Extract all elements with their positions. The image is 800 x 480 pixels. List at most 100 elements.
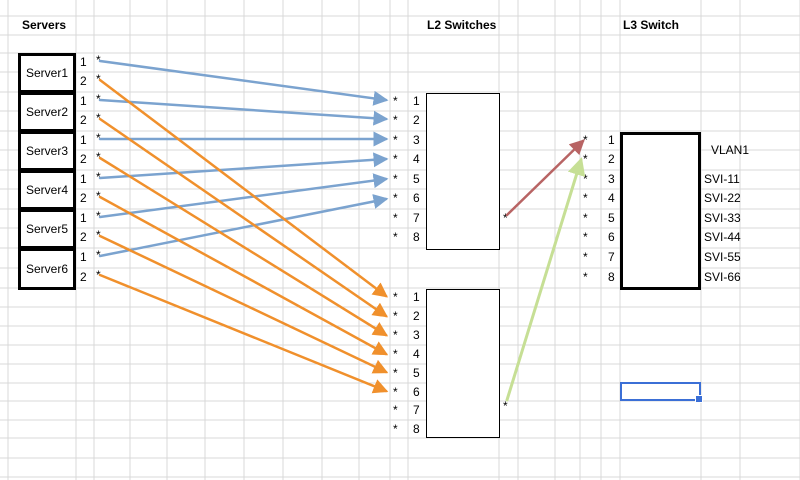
server4-port-2-number: 2: [80, 191, 87, 205]
l2b-port-7-marker: *: [393, 403, 398, 417]
server2-label: Server2: [25, 105, 69, 119]
l2a-port-3-marker: *: [393, 133, 398, 147]
l2a-uplink-marker: *: [503, 211, 508, 225]
l2b-port-1-marker: *: [393, 290, 398, 304]
server2-port-1-marker: *: [96, 92, 101, 106]
l2-switch-b-box[interactable]: [426, 289, 500, 438]
wire-server2-port2-to-l2b: [98, 117, 389, 318]
l2a-port-6-number: 6: [413, 191, 420, 205]
l2b-port-3-number: 3: [413, 328, 420, 342]
l3-port-6-number: 6: [608, 230, 615, 244]
server3-port-2-marker: *: [96, 150, 101, 164]
l3-port-3-svi-label: SVI-11: [704, 172, 740, 186]
l2b-port-8-marker: *: [393, 422, 398, 436]
l2a-port-2-number: 2: [413, 113, 420, 127]
server2-port-2-number: 2: [80, 113, 87, 127]
l2b-port-7-number: 7: [413, 403, 420, 417]
l3-port-4-svi-label: SVI-22: [704, 191, 741, 205]
l2a-port-3-number: 3: [413, 133, 420, 147]
selected-cell[interactable]: [620, 382, 703, 403]
server1-label: Server1: [25, 66, 69, 80]
server4-port-2-marker: *: [96, 189, 101, 203]
server5-box[interactable]: Server5: [18, 209, 76, 249]
l2a-port-4-marker: *: [393, 152, 398, 166]
server4-port-1-number: 1: [80, 172, 87, 186]
server4-port-1-marker: *: [96, 170, 101, 184]
l3-port-4-marker: *: [583, 191, 588, 205]
l2b-port-8-number: 8: [413, 422, 420, 436]
server6-port-1-marker: *: [96, 248, 101, 262]
l2a-port-1-marker: *: [393, 94, 398, 108]
wire-server2-port1-to-l2a: [98, 98, 389, 126]
l2a-port-5-marker: *: [393, 172, 398, 186]
l3-port-3-marker: *: [583, 172, 588, 186]
l3-switch-header: L3 Switch: [623, 18, 680, 32]
l3-port-4-number: 4: [608, 191, 615, 205]
l2a-port-6-marker: *: [393, 191, 398, 205]
server4-label: Server4: [25, 183, 69, 197]
l3-port-5-number: 5: [608, 211, 615, 225]
fill-handle[interactable]: [695, 395, 703, 403]
wire-server5-port1-to-l2a: [98, 173, 389, 219]
l3-port-1-svi-label: VLAN1: [711, 143, 750, 157]
l3-port-6-svi-label: SVI-44: [704, 230, 741, 244]
wire-server6-port1-to-l2a: [98, 194, 389, 258]
l2a-port-7-number: 7: [413, 211, 420, 225]
server4-box[interactable]: Server4: [18, 170, 76, 210]
l2-switch-a-box[interactable]: [426, 93, 500, 250]
l3-port-1-number: 1: [608, 133, 615, 147]
l3-port-6-marker: *: [583, 230, 588, 244]
l3-port-2-number: 2: [608, 152, 615, 166]
server2-box[interactable]: Server2: [18, 92, 76, 132]
server5-port-1-number: 1: [80, 211, 87, 225]
l3-port-8-number: 8: [608, 270, 615, 284]
l3-port-3-number: 3: [608, 172, 615, 186]
server2-port-1-number: 1: [80, 94, 87, 108]
server3-box[interactable]: Server3: [18, 131, 76, 171]
l2a-port-2-marker: *: [393, 113, 398, 127]
l3-port-1-marker: *: [583, 133, 588, 147]
l2b-port-4-number: 4: [413, 347, 420, 361]
l2a-port-5-number: 5: [413, 172, 420, 186]
server3-label: Server3: [25, 144, 69, 158]
wire-server6-port2-to-l2b: [98, 273, 389, 394]
server3-port-2-number: 2: [80, 152, 87, 166]
server5-port-2-marker: *: [96, 228, 101, 242]
l3-port-8-svi-label: SVI-66: [704, 270, 741, 284]
l2a-port-1-number: 1: [413, 94, 420, 108]
server1-box[interactable]: Server1: [18, 53, 76, 93]
server5-label: Server5: [25, 222, 69, 236]
server1-port-1-marker: *: [96, 53, 101, 67]
l3-port-7-marker: *: [583, 250, 588, 264]
l2b-port-4-marker: *: [393, 347, 398, 361]
server5-port-2-number: 2: [80, 230, 87, 244]
server3-port-1-marker: *: [96, 131, 101, 145]
l2b-port-6-number: 6: [413, 385, 420, 399]
l2b-uplink-marker: *: [503, 399, 508, 413]
l2b-port-2-number: 2: [413, 309, 420, 323]
server1-port-2-marker: *: [96, 72, 101, 86]
wire-l2a-uplink-to-l3: [505, 139, 585, 217]
l2a-port-8-marker: *: [393, 230, 398, 244]
servers-header: Servers: [22, 18, 67, 32]
l2b-port-5-number: 5: [413, 366, 420, 380]
server6-port-2-number: 2: [80, 270, 87, 284]
l2b-port-3-marker: *: [393, 328, 398, 342]
server1-port-2-number: 2: [80, 74, 87, 88]
l3-port-5-marker: *: [583, 211, 588, 225]
wire-server1-port1-to-l2a: [98, 59, 389, 106]
l2b-port-2-marker: *: [393, 309, 398, 323]
server6-label: Server6: [25, 262, 69, 276]
l2b-port-1-number: 1: [413, 290, 420, 304]
server6-port-1-number: 1: [80, 250, 87, 264]
server5-port-1-marker: *: [96, 209, 101, 223]
l3-port-7-svi-label: SVI-55: [704, 250, 741, 264]
server6-box[interactable]: Server6: [18, 248, 76, 290]
l2b-port-5-marker: *: [393, 366, 398, 380]
wire-server4-port1-to-l2a: [98, 152, 389, 180]
l3-port-8-marker: *: [583, 270, 588, 284]
l3-port-2-marker: *: [583, 152, 588, 166]
wire-server4-port2-to-l2b: [98, 195, 389, 356]
l3-switch-box[interactable]: [620, 132, 701, 290]
wire-server3-port2-to-l2b: [98, 156, 389, 337]
